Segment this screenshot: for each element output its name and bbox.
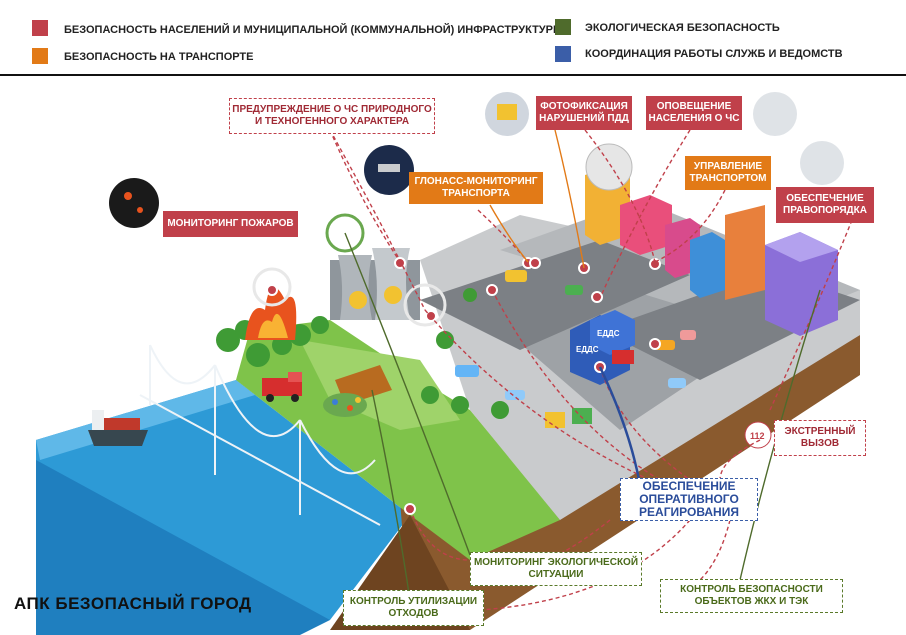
ship	[88, 410, 148, 446]
legend-label-infrastructure: БЕЗОПАСНОСТЬ НАСЕЛЕНИЙ И МУНИЦИПАЛЬНОЙ (…	[64, 24, 564, 36]
blue-line	[598, 366, 642, 486]
page-title: АПК БЕЗОПАСНЫЙ ГОРОД	[14, 594, 252, 613]
label-photo-violations: ФОТОФИКСАЦИЯ НАРУШЕНИЙ ПДД	[536, 96, 632, 130]
edds-sign-2: ЕДДС	[576, 345, 599, 354]
label-emergency-call: ЭКСТРЕННЫЙ ВЫЗОВ	[774, 420, 866, 456]
cars	[455, 270, 696, 428]
thumbnail-icons: 112	[109, 92, 844, 449]
label-waste-control: КОНТРОЛЬ УТИЛИЗАЦИИ ОТХОДОВ	[343, 590, 484, 626]
fire-truck	[262, 372, 302, 402]
legend-label-transport: БЕЗОПАСНОСТЬ НА ТРАНСПОРТЕ	[64, 51, 254, 63]
legend-swatch-ecology	[555, 19, 571, 35]
header-divider	[0, 74, 906, 76]
label-eco-monitoring: МОНИТОРИНГ ЭКОЛОГИЧЕСКОЙ СИТУАЦИИ	[470, 552, 642, 586]
sensor-markers	[252, 213, 447, 327]
legend-swatch-transport	[32, 48, 48, 64]
edds-building: ЕДДС ЕДДС	[570, 310, 635, 385]
legend-label-ecology: ЭКОЛОГИЧЕСКАЯ БЕЗОПАСНОСТЬ	[585, 22, 780, 34]
edds-sign: ЕДДС	[597, 329, 620, 338]
label-fire-monitoring: МОНИТОРИНГ ПОЖАРОВ	[163, 211, 298, 237]
label-operational-response: ОБЕСПЕЧЕНИЕ ОПЕРАТИВНОГО РЕАГИРОВАНИЯ	[620, 478, 758, 521]
label-glonass: ГЛОНАСС-МОНИТОРИНГ ТРАНСПОРТА	[409, 172, 543, 204]
sensor-dots	[266, 257, 661, 515]
legend-swatch-coordination	[555, 46, 571, 62]
legend-label-coordination: КООРДИНАЦИЯ РАБОТЫ СЛУЖБ И ВЕДОМСТВ	[585, 48, 843, 60]
orange-lines	[489, 129, 585, 269]
phone-112: 112	[750, 431, 765, 441]
label-law-enforcement: ОБЕСПЕЧЕНИЕ ПРАВОПОРЯДКА	[776, 187, 874, 223]
legend-swatch-infrastructure	[32, 20, 48, 36]
bridge	[139, 344, 381, 526]
label-housing-control: КОНТРОЛЬ БЕЗОПАСНОСТИ ОБЪЕКТОВ ЖКХ И ТЭК	[660, 579, 843, 613]
garbage-truck	[323, 365, 392, 417]
label-transport-management: УПРАВЛЕНИЕ ТРАНСПОРТОМ	[685, 156, 771, 190]
label-population-alert: ОПОВЕЩЕНИЕ НАСЕЛЕНИЯ О ЧС	[646, 96, 742, 130]
label-warning: ПРЕДУПРЕЖДЕНИЕ О ЧС ПРИРОДНОГО И ТЕХНОГЕ…	[229, 98, 435, 134]
